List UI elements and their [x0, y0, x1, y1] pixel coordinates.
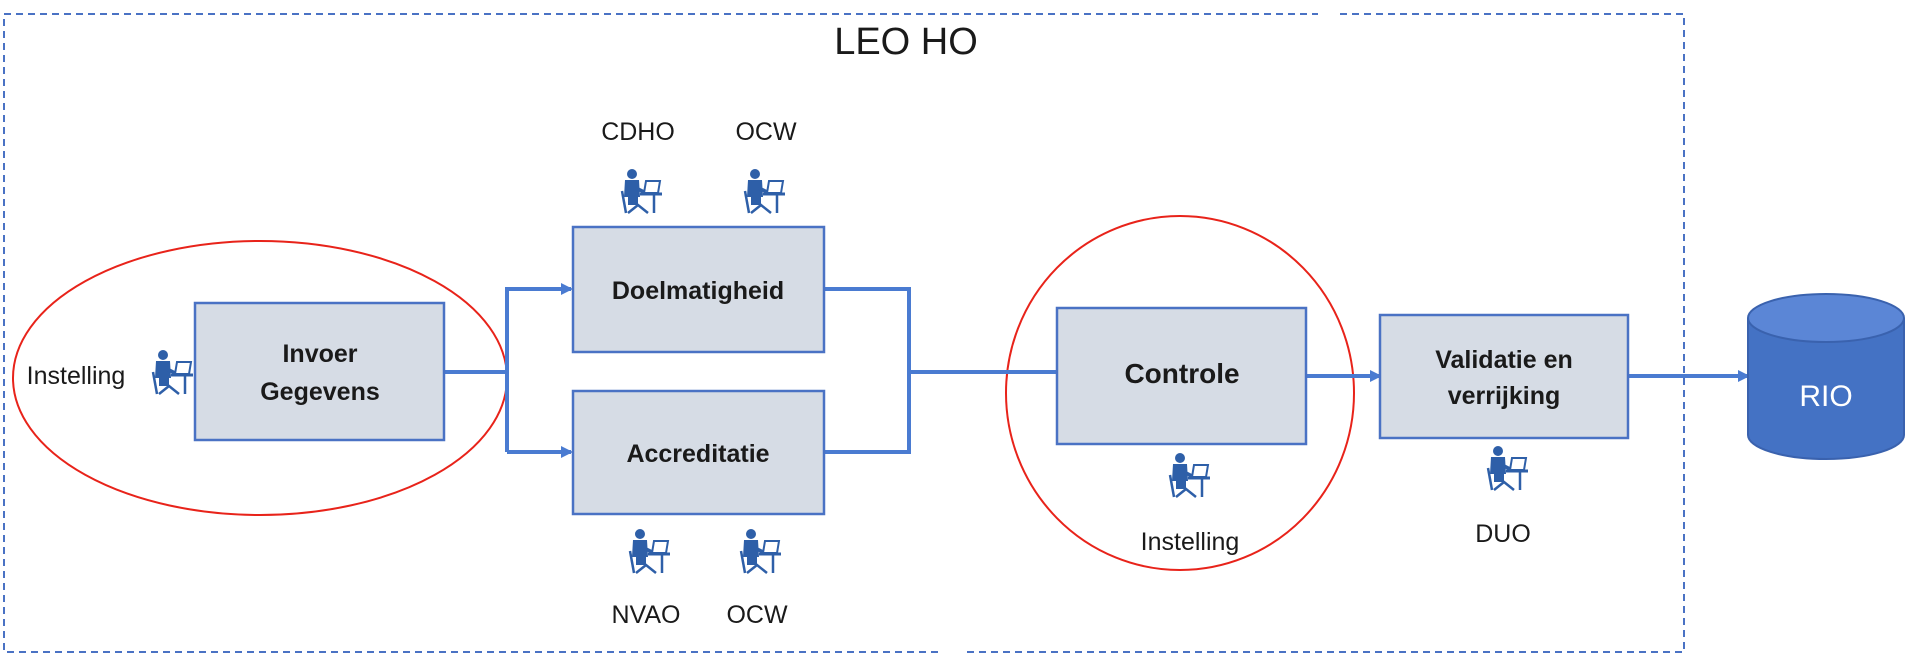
highlight-controle-ellipse [1005, 215, 1355, 571]
person-at-computer-icon [151, 348, 195, 396]
box-accreditatie-label: Accreditatie [626, 440, 769, 468]
person-at-computer-icon [620, 167, 664, 215]
actor-label-invoer: Instelling [27, 362, 126, 390]
box-controle-label: Controle [1124, 358, 1239, 389]
box-invoer-line1: Invoer [282, 340, 357, 368]
flow-connectors [444, 283, 1750, 458]
actor-label-doelmatigheid-left: CDHO [601, 118, 675, 146]
actor-label-accreditatie-left: NVAO [612, 601, 681, 629]
box-accreditatie: Accreditatie [571, 389, 826, 516]
actor-label-validatie: DUO [1475, 520, 1531, 548]
actor-label-accreditatie-right: OCW [726, 601, 788, 629]
diagram-title: LEO HO [834, 21, 978, 63]
actor-label-doelmatigheid-right: OCW [735, 118, 797, 146]
box-controle: Controle [1055, 306, 1308, 446]
person-at-computer-icon [1168, 451, 1212, 499]
box-doelmatigheid-label: Doelmatigheid [612, 277, 784, 305]
person-at-computer-icon [1486, 444, 1530, 492]
box-validatie-verrijking: Validatie en verrijking [1378, 313, 1630, 440]
actor-label-controle: Instelling [1141, 528, 1240, 556]
person-at-computer-icon [743, 167, 787, 215]
box-doelmatigheid: Doelmatigheid [571, 225, 826, 354]
person-at-computer-icon [628, 527, 672, 575]
leo-ho-boundary [3, 13, 1685, 653]
person-at-computer-icon [739, 527, 783, 575]
database-rio-label: RIO [1799, 380, 1852, 413]
box-invoer-gegevens: Invoer Gegevens [193, 301, 446, 442]
box-invoer-line2: Gegevens [260, 378, 380, 406]
box-validatie-line1: Validatie en [1435, 346, 1573, 374]
box-validatie-line2: verrijking [1448, 382, 1561, 410]
database-cylinder-icon: RIO [1747, 293, 1905, 460]
